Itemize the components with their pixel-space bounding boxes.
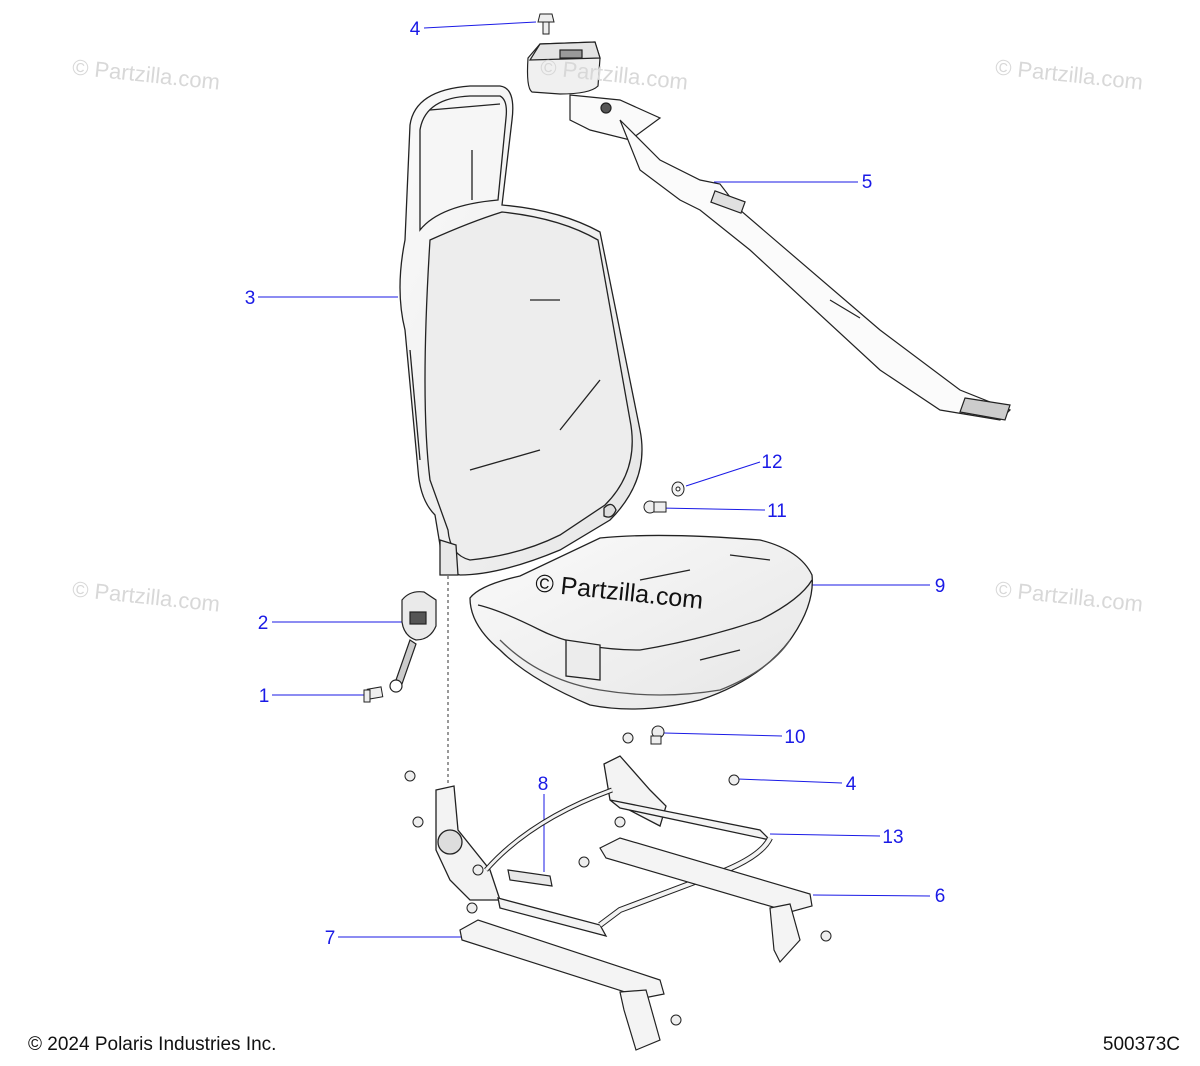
seat-back — [399, 85, 643, 576]
callout-4-top: 4 — [410, 19, 421, 40]
callout-6: 6 — [935, 886, 946, 907]
callout-3: 3 — [245, 288, 256, 309]
bolt-11 — [643, 500, 667, 514]
callout-1: 1 — [259, 686, 270, 707]
callout-2: 2 — [258, 613, 269, 634]
copyright-text: © 2024 Polaris Industries Inc. — [28, 1034, 277, 1055]
callout-13: 13 — [882, 827, 903, 848]
callout-11: 11 — [767, 501, 787, 522]
recline-handle — [507, 869, 553, 887]
callout-9: 9 — [935, 576, 946, 597]
slide-rail-right — [599, 837, 813, 964]
seat-belt-buckle — [389, 591, 437, 693]
callout-4-frame: 4 — [846, 774, 857, 795]
slide-rail-left — [459, 919, 665, 1051]
callout-12: 12 — [761, 452, 782, 473]
seat-cushion — [469, 534, 813, 710]
bolt-10 — [650, 725, 665, 745]
callout-10: 10 — [784, 727, 805, 748]
callout-numbers: 4 5 3 12 11 9 2 1 10 8 4 13 6 7 — [245, 19, 946, 949]
seat-belt-retractor — [526, 41, 1012, 421]
leader-lines — [258, 21, 931, 938]
callout-5: 5 — [862, 172, 873, 193]
callout-7: 7 — [325, 928, 336, 949]
bolt-4-top — [537, 13, 555, 35]
diagram-id: 500373C — [1102, 1034, 1180, 1055]
bolt-1 — [363, 686, 384, 703]
callout-8: 8 — [538, 774, 549, 795]
washer-12 — [671, 481, 685, 497]
frame-bolts — [404, 732, 832, 1026]
